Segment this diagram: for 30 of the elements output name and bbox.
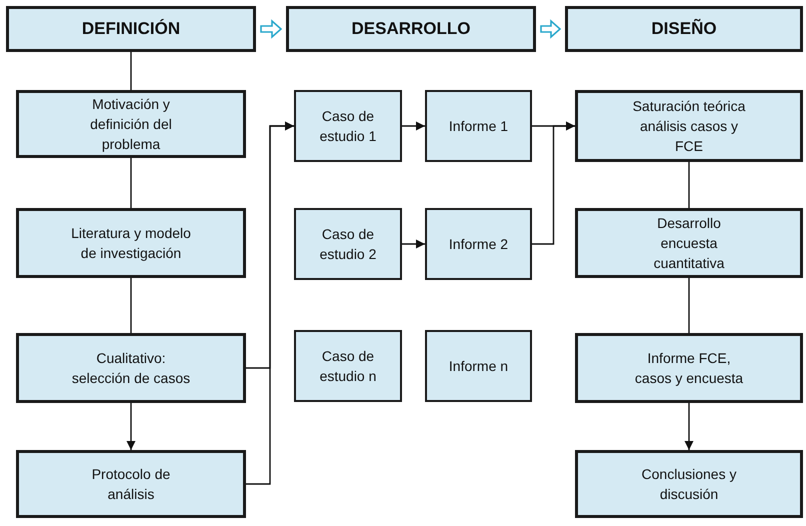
connector-line: [688, 162, 690, 208]
process-box: Informe 2: [425, 208, 532, 280]
connector-line: [130, 278, 132, 333]
process-box: Desarrollo encuesta cuantitativa: [575, 208, 803, 278]
arrow: [402, 122, 425, 130]
process-box: Saturación teórica análisis casos y FCE: [575, 90, 803, 162]
process-box: Informe 1: [425, 90, 532, 162]
phase-header-box: DESARROLLO: [286, 6, 536, 52]
connector-line: [688, 278, 690, 333]
process-box: Caso de estudio 1: [294, 90, 402, 162]
process-box: Caso de estudio n: [294, 330, 402, 402]
connector-line: [130, 158, 132, 208]
process-box: Informe n: [425, 330, 532, 402]
phase-header-box: DEFINICIÓN: [6, 6, 256, 52]
hollow-arrow: [260, 19, 282, 39]
arrow: [684, 403, 694, 450]
phase-header-box: DISEÑO: [565, 6, 803, 52]
arrow: [532, 122, 575, 245]
process-box: Motivación y definición del problema: [16, 90, 246, 158]
hollow-arrow: [540, 19, 562, 39]
process-box: Informe FCE, casos y encuesta: [575, 333, 803, 403]
process-box: Cualitativo: selección de casos: [16, 333, 246, 403]
process-box: Literatura y modelo de investigación: [16, 208, 246, 278]
arrow: [126, 403, 136, 450]
arrow: [402, 240, 425, 248]
process-box: Caso de estudio 2: [294, 208, 402, 280]
connector-line: [130, 52, 132, 90]
process-box: Protocolo de análisis: [16, 450, 246, 518]
arrow: [246, 122, 294, 485]
process-box: Conclusiones y discusión: [575, 450, 803, 518]
